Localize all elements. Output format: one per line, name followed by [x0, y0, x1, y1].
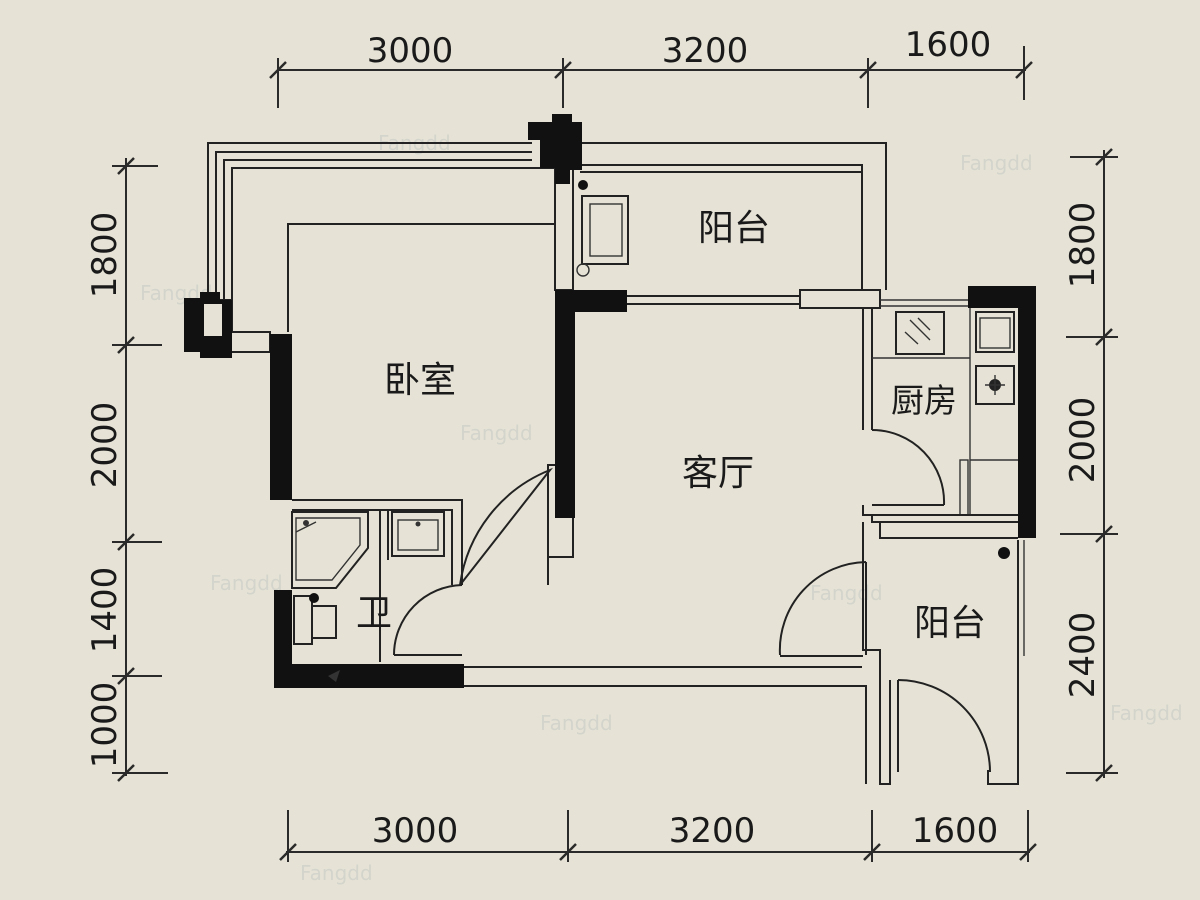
doors [393, 428, 991, 773]
room-label-balcony-south: 阳台 [914, 603, 986, 644]
room-labels: 阳台 卧室 客厅 厨房 卫 阳台 [356, 208, 986, 644]
watermark: Fangdd [960, 151, 1033, 175]
room-label-kitchen: 厨房 [891, 381, 957, 420]
floor-drain-icon [576, 263, 590, 277]
basin-icon [391, 511, 445, 557]
right-dim-2: 2000 [1063, 397, 1103, 484]
left-dim-3: 1400 [85, 567, 125, 654]
fridge-icon [975, 311, 1015, 353]
left-dim-1: 1800 [85, 212, 125, 299]
right-dim-1: 1800 [1063, 202, 1103, 289]
bottom-dim-2: 3200 [669, 811, 756, 851]
watermark: Fangdd [210, 571, 283, 595]
bottom-dim-1: 3000 [372, 811, 459, 851]
left-dim-4: 1000 [85, 682, 125, 769]
bottom-dim-3: 1600 [912, 811, 999, 851]
structural-walls [184, 114, 1036, 688]
fixtures [291, 180, 1015, 682]
washing-machine-icon [581, 195, 629, 265]
right-dim-3: 2400 [1063, 612, 1103, 699]
stove-icon [975, 365, 1015, 405]
bottom-dimension-line: 3000 3200 1600 [279, 810, 1037, 862]
sink-icon [895, 311, 945, 355]
watermark: Fangdd [540, 711, 613, 735]
balcony-drain-icon [998, 547, 1010, 559]
room-label-living-room: 客厅 [682, 453, 754, 494]
watermark-logos: Fangdd Fangdd Fangdd Fangdd Fangdd Fangd… [140, 131, 1183, 885]
right-dimension-line: 1800 2000 2400 [1060, 148, 1118, 782]
shower-icon [291, 511, 369, 589]
bathroom-drain-icon [328, 670, 340, 682]
top-dim-3: 1600 [905, 25, 992, 65]
watermark: Fangdd [810, 581, 883, 605]
left-dim-2: 2000 [85, 402, 125, 489]
drain-icon [578, 180, 588, 190]
top-dimension-line: 3000 3200 1600 [269, 25, 1033, 108]
left-dimension-line: 1800 2000 1400 1000 [85, 157, 168, 782]
top-dim-1: 3000 [367, 31, 454, 71]
thin-wall-outlines [199, 167, 1025, 785]
top-dim-2: 3200 [662, 31, 749, 71]
watermark: Fangdd [300, 861, 373, 885]
room-label-balcony-north: 阳台 [698, 208, 770, 249]
toilet-icon [293, 595, 313, 645]
north-balcony-railing [207, 142, 887, 300]
watermark: Fangdd [1110, 701, 1183, 725]
watermark: Fangdd [460, 421, 533, 445]
room-label-bathroom: 卫 [356, 593, 392, 634]
room-label-bedroom: 卧室 [384, 360, 456, 401]
